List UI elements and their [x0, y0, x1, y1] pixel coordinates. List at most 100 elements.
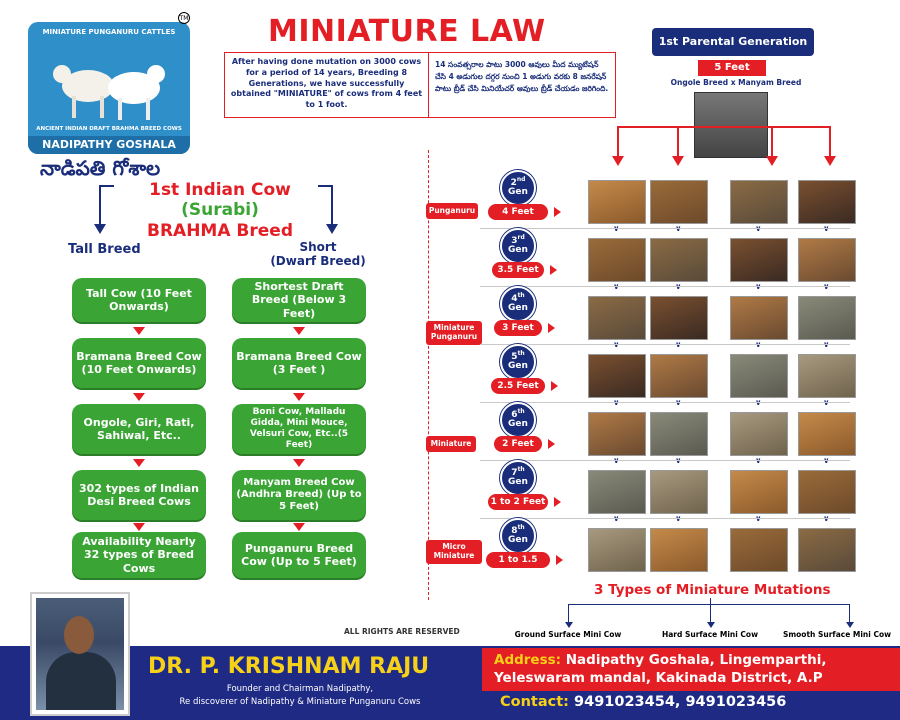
cow-photo	[588, 470, 646, 514]
generation-number: 5th	[502, 351, 534, 362]
cow-photo	[588, 528, 646, 572]
founder-role-line2: Re discoverer of Nadipathy & Miniature P…	[179, 697, 421, 707]
connector-line	[617, 126, 619, 160]
parent-feet: 5 Feet	[714, 62, 750, 73]
generation-suffix: th	[517, 408, 525, 415]
cow-photo	[798, 470, 856, 514]
side-label-micro-miniature: Micro Miniature	[426, 540, 482, 564]
generation-suffix: th	[517, 292, 525, 299]
right-arrow-icon	[554, 207, 561, 217]
cow-photo	[588, 238, 646, 282]
logo-sub-text: ANCIENT INDIAN DRAFT BRAHMA BREED COWS	[36, 126, 182, 132]
right-arrow-icon	[551, 381, 558, 391]
mutation-arrow	[707, 622, 715, 628]
cow-photo	[650, 180, 708, 224]
logo-name: NADIPATHY GOSHALA	[28, 136, 190, 154]
cow-photo	[730, 238, 788, 282]
cow-photo	[798, 238, 856, 282]
contact-line: Contact: 9491023454, 9491023456	[500, 694, 786, 710]
generation-num: 2	[510, 178, 517, 188]
page-title: MINIATURE LAW	[268, 14, 546, 49]
generation-height: 4 Feet (40"+)	[488, 204, 548, 233]
address-text1: Nadipathy Goshala, Lingemparthi,	[561, 652, 827, 668]
connector-line	[771, 126, 773, 160]
right-arrow-icon	[554, 497, 561, 507]
connector-line	[829, 126, 831, 160]
row-divider	[480, 518, 850, 519]
cow-photo	[588, 354, 646, 398]
down-arrow	[133, 459, 145, 467]
short-heading-line2: (Dwarf Breed)	[270, 254, 366, 269]
column-divider	[428, 150, 429, 600]
address-line2: Yeleswaram mandal, Kakinada District, A.…	[494, 670, 823, 686]
generation-number: 2nd	[502, 177, 534, 188]
right-arrow-icon	[550, 265, 557, 275]
cow-photo	[730, 354, 788, 398]
mutation-line	[710, 598, 711, 622]
generation-label: Gen	[508, 361, 528, 371]
goshala-logo: MINIATURE PUNGANURU CATTLES ANCIENT INDI…	[28, 22, 190, 154]
down-arrow	[293, 327, 305, 335]
tall-box-2: Bramana Breed Cow (10 Feet Onwards)	[72, 338, 206, 388]
generation-height: 3 Feet	[494, 320, 542, 336]
row-divider	[480, 344, 850, 345]
cow-photo	[650, 354, 708, 398]
cow-photo	[730, 180, 788, 224]
first-indian-cow-heading: 1st Indian Cow (Surabi) BRAHMA Breed	[110, 180, 330, 241]
first-cow-line3: BRAHMA Breed	[147, 220, 293, 241]
connector-line	[677, 126, 679, 160]
trademark-symbol: TM	[178, 12, 190, 24]
mutation-hard-surface: Hard Surface Mini Cow	[661, 630, 759, 639]
mutation-smooth-surface: Smooth Surface Mini Cow	[782, 630, 892, 639]
contact-label: Contact:	[500, 694, 569, 710]
right-arrow-icon	[556, 555, 563, 565]
founder-role-line1: Founder and Chairman Nadipathy,	[226, 684, 374, 694]
rights-reserved: ALL RIGHTS ARE RESERVED	[344, 627, 460, 636]
mutation-arrow	[565, 622, 573, 628]
portrait-head	[64, 616, 94, 654]
parent-feet-small: (Onwards)	[717, 82, 747, 88]
cow-photo	[650, 238, 708, 282]
generation-num: 3	[511, 236, 518, 246]
generation-suffix: nd	[516, 176, 526, 183]
row-divider	[480, 286, 850, 287]
cow-photo	[798, 528, 856, 572]
tall-breed-heading: Tall Breed	[68, 242, 141, 257]
connector-arrowheads	[612, 156, 836, 166]
generation-label: Gen	[508, 187, 528, 197]
mutations-title: 3 Types of Miniature Mutations	[594, 582, 831, 598]
logo-top-text: MINIATURE PUNGANURU CATTLES	[42, 28, 176, 36]
down-arrow	[293, 459, 305, 467]
generation-num: 7	[511, 468, 518, 478]
generation-label: Gen	[508, 477, 528, 487]
right-arrow-icon	[548, 323, 555, 333]
intro-telugu: 14 సంవత్సరాల పాటు 3000 ఆవులు మీద మ్యుటేష…	[435, 60, 609, 93]
first-cow-line1: 1st Indian Cow	[149, 180, 291, 200]
generation-number: 8th	[502, 525, 534, 536]
founder-name: DR. P. KRISHNAM RAJU	[148, 654, 430, 679]
tall-box-3: Ongole, Giri, Rati, Sahiwal, Etc..	[72, 404, 206, 454]
generation-num: 8	[511, 526, 518, 536]
intro-box: After having done mutation on 3000 cows …	[224, 52, 616, 118]
branch-arrows	[94, 185, 338, 234]
side-label-punganuru: Punganuru	[426, 203, 478, 219]
short-box-5: Punganuru Breed Cow (Up to 5 Feet)	[232, 532, 366, 578]
cow-photo	[798, 296, 856, 340]
tall-box-4: 302 types of Indian Desi Breed Cows	[72, 470, 206, 520]
cow-photo	[650, 528, 708, 572]
parent-generation-badge: 1st Parental Generation	[652, 28, 814, 56]
generation-number: 6th	[502, 409, 534, 420]
tall-box-5: Availability Nearly 32 types of Breed Co…	[72, 532, 206, 578]
cow-photo	[730, 412, 788, 456]
generation-label: Gen	[508, 535, 528, 545]
tall-box-1: Tall Cow (10 Feet Onwards)	[72, 278, 206, 322]
cow-photo	[588, 412, 646, 456]
cow-photo	[588, 180, 646, 224]
address-label: Address:	[494, 652, 562, 668]
